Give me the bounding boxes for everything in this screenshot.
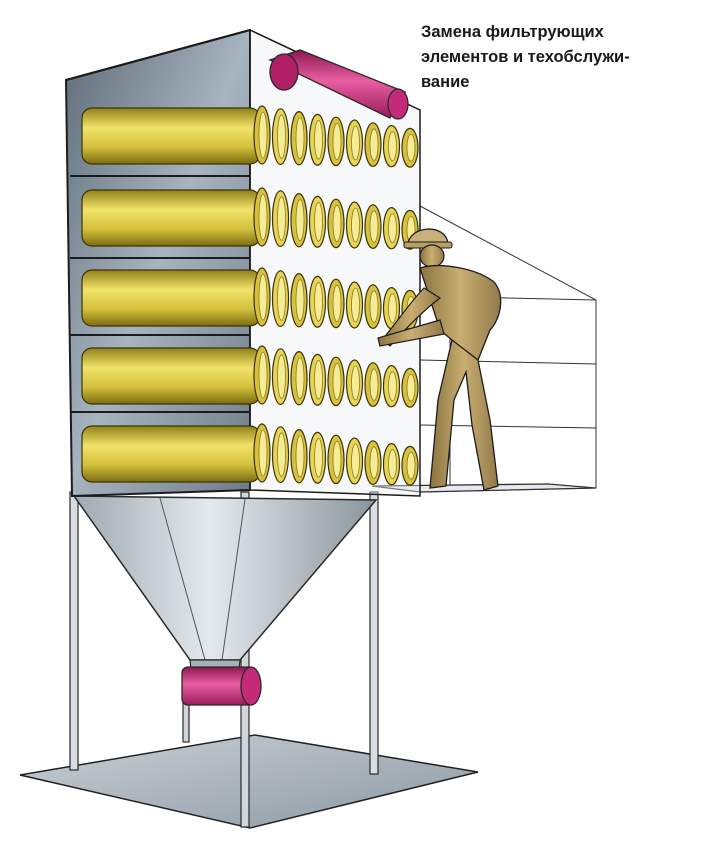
filter-bag-opening [332, 122, 342, 160]
filter-bag-opening [388, 213, 397, 244]
filter-bag-opening [295, 435, 305, 478]
filter-bag-opening [258, 111, 268, 159]
filter-bag-opening [314, 281, 323, 322]
filter-bag-opening [258, 193, 268, 241]
filter-bag-opening [332, 284, 342, 322]
filter-bag-opening [351, 365, 360, 401]
filter-bag-opening [277, 114, 286, 159]
filter-bag-opening [406, 134, 416, 162]
filter-bag-opening [295, 199, 305, 242]
filter-bag-opening [406, 451, 416, 480]
filter-bag-opening [369, 446, 379, 479]
caption: Замена фильтрующих элементов и техобслуж… [421, 20, 701, 95]
filter-bag-opening [258, 351, 268, 399]
filter-bag-opening [351, 287, 360, 323]
filter-bag [81, 107, 261, 165]
filter-bag-rows [81, 105, 419, 486]
filter-bag-opening [351, 207, 360, 243]
filter-bag-opening [369, 210, 379, 243]
filter-bag-opening [277, 354, 286, 399]
filter-bag-opening [332, 362, 342, 400]
worker-figure [377, 228, 502, 491]
filter-bag-row [81, 345, 419, 408]
filter-bag-opening [351, 443, 360, 479]
caption-line-2: элементов и техобслужи- [421, 48, 630, 66]
filter-bag [81, 347, 261, 405]
filter-bag-opening [388, 131, 397, 162]
inlet-pipe [268, 49, 409, 120]
filter-bag-row [81, 423, 419, 486]
filter-bag-opening [388, 371, 397, 402]
filter-bag-opening [388, 449, 397, 480]
filter-bag-opening [314, 202, 323, 242]
filter-bag-opening [314, 120, 323, 160]
filter-bag-opening [258, 429, 268, 477]
filter-bag-opening [295, 117, 305, 160]
caption-line-1: Замена фильтрующих [421, 23, 604, 41]
filter-bag-opening [258, 273, 268, 321]
filter-bag-opening [351, 125, 360, 161]
row-dividers [70, 175, 250, 413]
filter-bag-opening [277, 276, 286, 321]
filter-bag-row [81, 187, 419, 250]
caption-line-3: вание [421, 73, 470, 91]
filter-bag [81, 269, 261, 327]
filter-bag-opening [369, 368, 379, 401]
filter-bag-row [81, 267, 419, 330]
filter-bag-row [81, 105, 419, 168]
filter-bag [81, 425, 261, 483]
filter-bag-opening [314, 359, 323, 400]
filter-bag-opening [369, 128, 379, 161]
filter-bag-opening [277, 196, 286, 241]
filter-bag-opening [277, 432, 286, 477]
filter-bag-opening [406, 373, 416, 402]
filter-bag-opening [295, 279, 305, 322]
discharge-pipe [181, 666, 262, 706]
filter-bag-opening [332, 204, 342, 242]
filter-bag-opening [369, 290, 379, 323]
filter-bag [81, 189, 261, 247]
filter-bag-opening [314, 437, 323, 478]
filter-bag-opening [332, 440, 342, 478]
filter-bag-opening [295, 357, 305, 400]
filter-bag-opening [388, 293, 397, 324]
